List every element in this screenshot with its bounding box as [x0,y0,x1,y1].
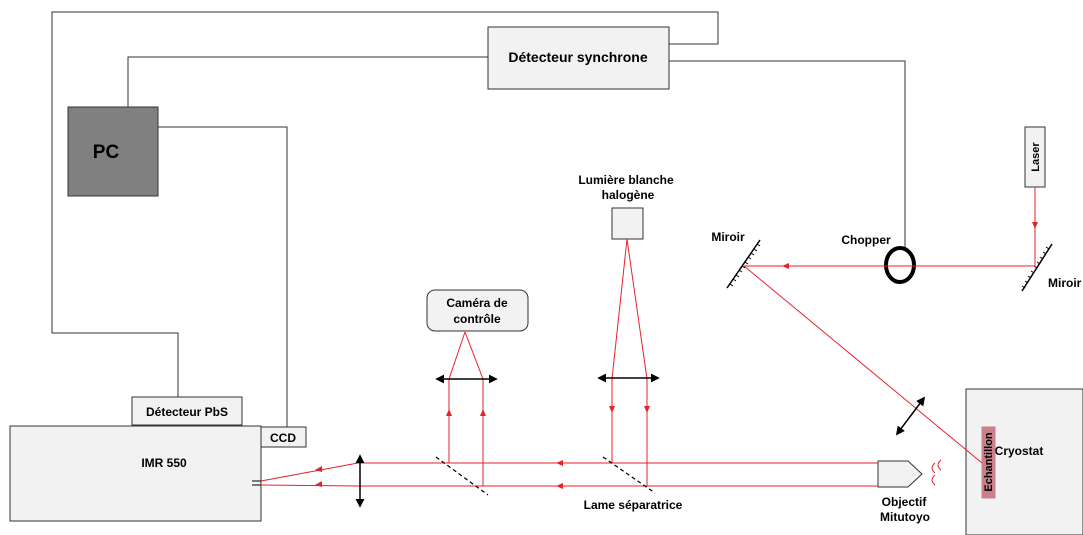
wire-pc-synchro [127,56,488,108]
lumiere-label-2: halogène [602,188,655,202]
beam-sample-arc-1 [931,462,936,474]
objectif-mitutoyo: Objectif Mitutoyo [877,460,930,524]
camera-box: Caméra de contrôle [426,289,529,332]
cryostat-label: Cryostat [995,444,1044,458]
beam-paths [260,187,1036,487]
echantillon: Echantillon [981,426,996,499]
beam-focus-lower [260,484,359,487]
synchro-label: Détecteur synchrone [508,49,647,65]
beam-sample-arc-3 [931,474,936,486]
echantillon-label: Echantillon [983,432,995,492]
pc-label: PC [93,142,120,163]
chopper: Chopper [841,233,916,284]
beam-diagonal [743,265,983,464]
beam-splitters [435,456,656,496]
camera-label-1: Caméra de [446,296,508,310]
halogen-lamp: Lumière blanche halogène [578,173,674,240]
miroir-left: Miroir [711,230,761,289]
camera-label-2: contrôle [453,312,501,326]
synchro-box: Détecteur synchrone [487,26,670,90]
chopper-label: Chopper [841,233,891,247]
splitter-camera [435,456,489,496]
laser-box: Laser [1024,126,1046,188]
beam-cam-conv-right [464,331,484,380]
beam-arrows [315,222,1038,489]
beam-sample-arc-2 [937,459,942,471]
ccd-box: CCD [260,426,307,448]
beam-halogen-conv-right [626,238,648,380]
objectif-label-1: Objectif [882,495,928,509]
miroir-right-label: Miroir [1048,276,1082,290]
wire-synchro-chopper [669,60,906,250]
lumiere-label-1: Lumière blanche [578,173,674,187]
wire-imr-synchro [51,11,719,397]
pc-box: PC [67,106,159,197]
lens-diagonal [895,396,926,436]
miroir-right: Miroir [1021,243,1082,292]
beam-cam-conv-left [448,331,466,380]
ccd-label: CCD [270,431,296,445]
pbs-label: Détecteur PbS [146,405,228,419]
objectif-label-2: Mitutoyo [880,510,930,524]
pbs-detector-box: Détecteur PbS [131,396,243,426]
splitter-halogen [602,456,656,494]
laser-label: Laser [1030,142,1042,172]
lenses [355,373,926,508]
miroir-left-label: Miroir [711,230,745,244]
wire-pc-ccd [158,126,288,427]
beam-focus-upper [260,462,359,482]
wiring [51,11,906,427]
lame-label: Lame séparatrice [584,498,683,512]
imr-label: IMR 550 [141,456,187,470]
imr-box: IMR 550 [9,425,262,522]
beam-halogen-conv-left [611,238,628,380]
